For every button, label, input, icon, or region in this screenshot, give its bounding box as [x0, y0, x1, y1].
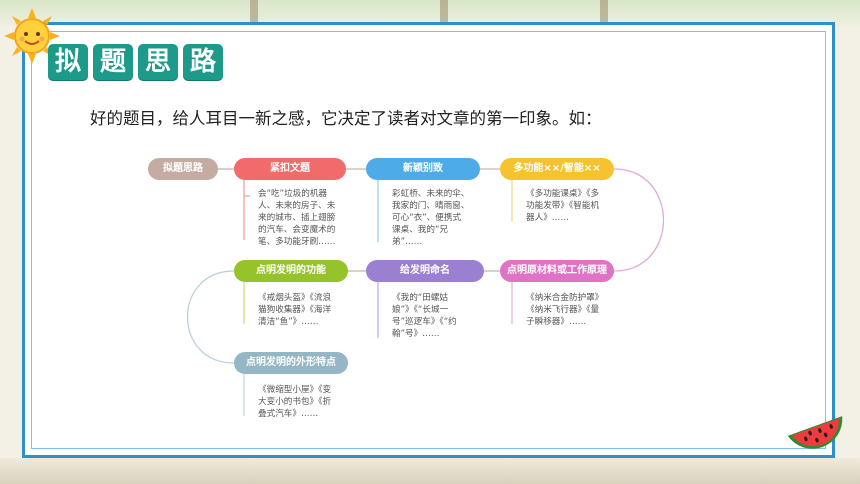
branch-kouti: 紧扣文题 — [234, 158, 346, 180]
branch-duogongneng-desc: 《多功能课桌》《多功能发带》《智能机 器人》…… — [526, 189, 600, 223]
mindmap-root: 拟题思路 — [148, 158, 218, 180]
frame-inner-border — [31, 31, 826, 449]
branch-yuancailiao: 点明原材料或工作原理 — [500, 260, 614, 282]
page-title: 拟 题 思 路 — [48, 44, 223, 80]
branch-waixing-desc: 《微缩型小屋》《变大变小的书包》《折 叠式汽车》…… — [258, 385, 332, 419]
tree-trunk — [250, 0, 258, 26]
branch-xinying-desc: 彩虹桥、未来的伞、我家的门、晴雨窗、 可心“衣”、便携式课桌、我的“兄 弟”…… — [392, 189, 470, 247]
background-bottom-scenery — [0, 458, 860, 484]
sun-icon — [4, 8, 60, 64]
branch-duogongneng: 多功能××/智能×× — [500, 158, 614, 180]
background-top-scenery — [0, 0, 860, 26]
title-char: 题 — [93, 44, 133, 80]
intro-text: 好的题目，给人耳目一新之感，它决定了读者对文章的第一印象。如： — [90, 109, 602, 128]
tree-trunk — [440, 0, 448, 26]
title-char: 路 — [183, 44, 223, 80]
branch-kouti-desc: 会“吃”垃圾的机器人、未来的房子、未 来的城市、插上翅膀的汽车、会变魔术的 笔、… — [258, 189, 336, 247]
branch-xinying: 新颖别致 — [366, 158, 480, 180]
title-char: 思 — [138, 44, 178, 80]
branch-gongneng: 点明发明的功能 — [234, 260, 348, 282]
branch-gongneng-desc: 《戒烟头盔》《流浪猫狗收集器》《海洋 清洁“鱼”》…… — [258, 293, 332, 327]
branch-waixing: 点明发明的外形特点 — [234, 352, 348, 374]
watermelon-icon — [787, 416, 843, 449]
branch-mingming-desc: 《我的“田螺姑娘”》《“长城一 号”巡逻车》《“约翰”号》…… — [392, 293, 457, 339]
branch-mingming: 给发明命名 — [366, 260, 484, 282]
tree-trunk — [600, 0, 608, 26]
branch-yuancailiao-desc: 《纳米合金防护罩》《纳米飞行器》《量 子瞬移器》…… — [526, 293, 604, 327]
title-char: 拟 — [48, 44, 88, 80]
content-frame — [22, 22, 835, 458]
